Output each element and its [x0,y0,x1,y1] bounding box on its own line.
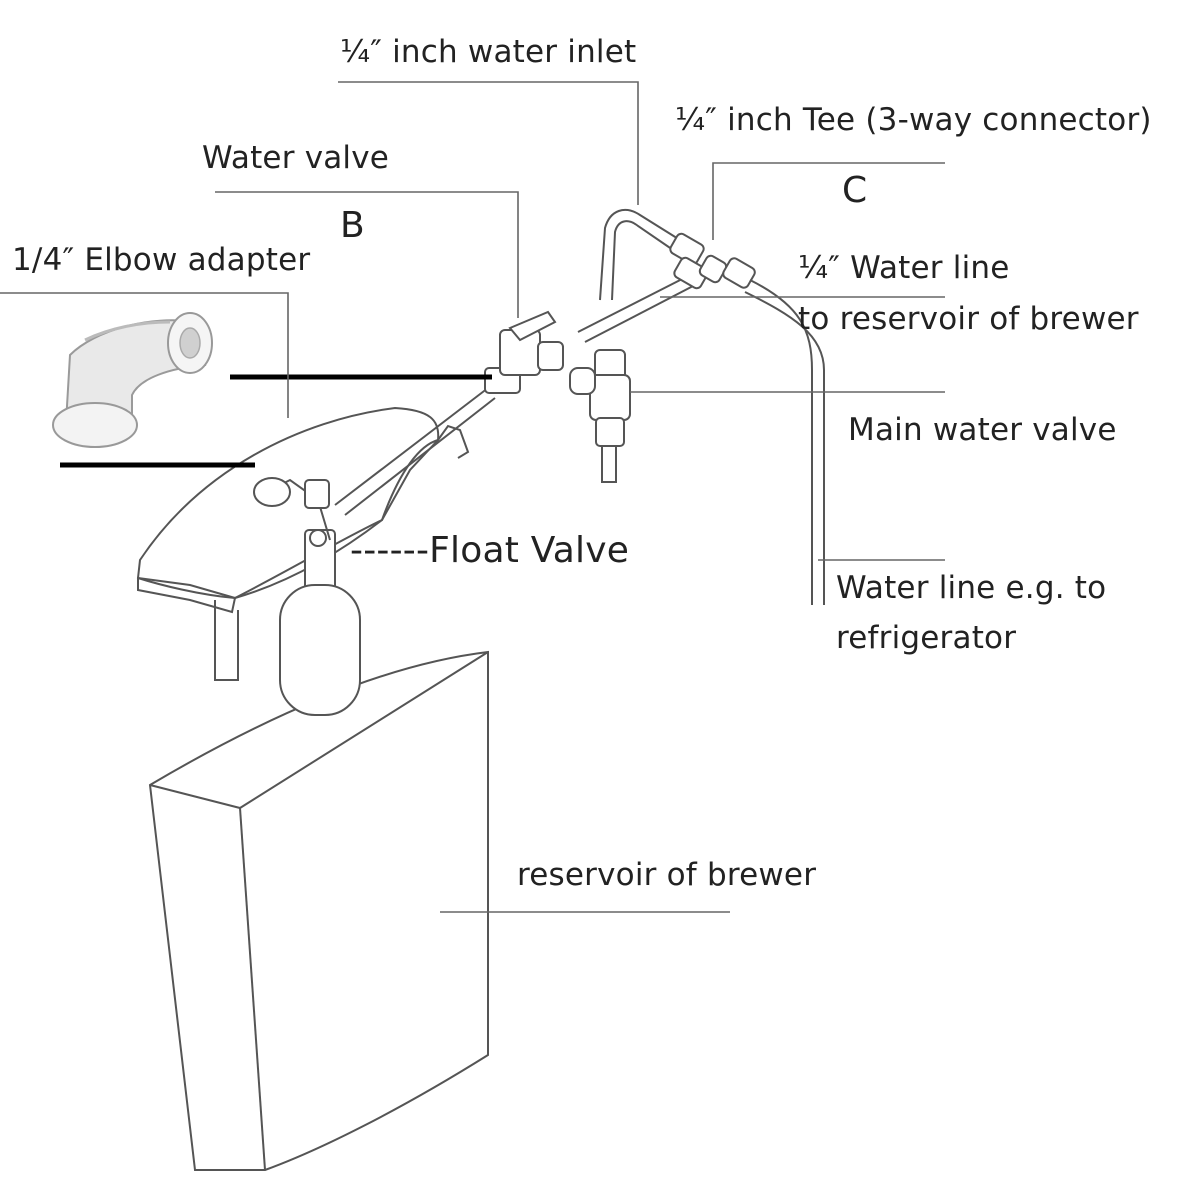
elbow-adapter-icon [52,312,213,448]
elbow-adapter-label: 1/4″ Elbow adapter [12,242,311,278]
main-valve-icon [569,349,631,483]
water-line-reservoir-label-1: ¼″ Water line [798,250,1010,286]
reservoir-label: reservoir of brewer [517,857,817,893]
water-valve-label: Water valve [202,140,390,176]
fridge-line-label-2: refrigerator [836,620,1017,656]
reservoir-body [148,650,489,1171]
tee-connector-icon [577,208,825,605]
float-valve-label: ------Float Valve [350,530,630,571]
water-valve-icon [484,310,564,394]
float-valve-icon [253,477,361,716]
water-inlet-label: ¼″ inch water inlet [340,34,637,70]
main-water-valve-label: Main water valve [848,412,1117,448]
reservoir-lid [136,406,470,681]
letter-c-label: C [842,170,868,211]
water-line-reservoir-label-2: to reservoir of brewer [798,301,1139,337]
tee-label: ¼″ inch Tee (3-way connector) [675,102,1152,138]
letter-b-label: B [340,205,365,246]
fridge-line-label-1: Water line e.g. to [836,570,1107,606]
